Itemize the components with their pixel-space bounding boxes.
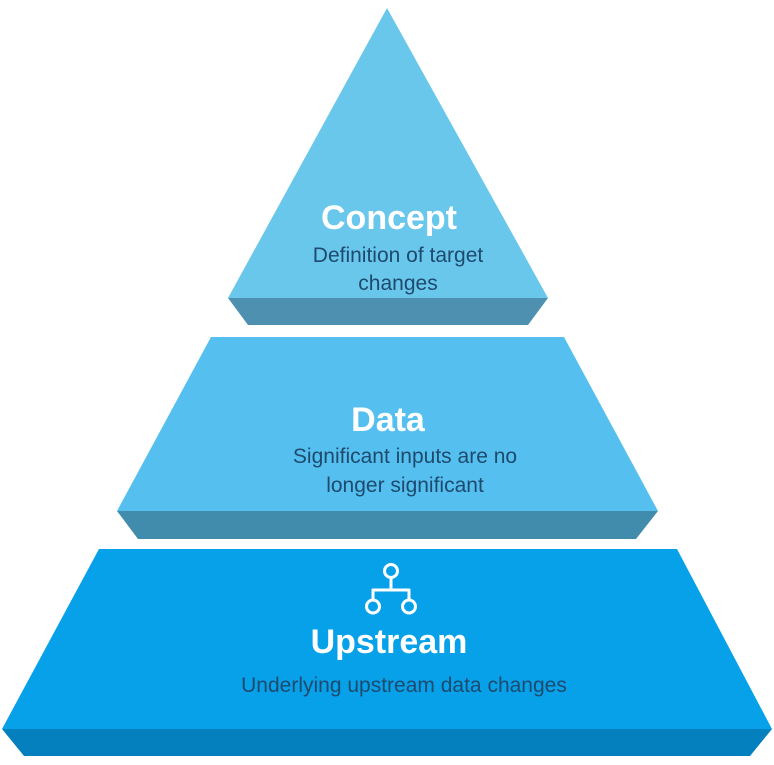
- tier-upstream-face: [2, 549, 772, 729]
- tier-data-description-line-2: longer significant: [326, 474, 484, 497]
- tier-data-title: Data: [351, 401, 426, 439]
- tier-concept: Concept Definition of target changes: [228, 8, 548, 325]
- tier-data-side: [117, 511, 658, 539]
- hierarchy-icon: [365, 563, 417, 615]
- tier-concept-description-line-1: Definition of target: [313, 244, 484, 267]
- tier-upstream-side: [2, 729, 772, 756]
- tier-data: Data Significant inputs are no longer si…: [117, 337, 658, 539]
- tier-data-face: [117, 337, 658, 511]
- tier-concept-title: Concept: [321, 199, 457, 237]
- tier-concept-side: [228, 298, 548, 325]
- tier-upstream-description: Underlying upstream data changes: [241, 674, 567, 697]
- tier-data-description-line-1: Significant inputs are no: [293, 445, 517, 468]
- tier-concept-face: [228, 8, 548, 298]
- tier-concept-description-line-2: changes: [358, 272, 437, 295]
- tier-upstream: Upstream Underlying upstream data change…: [2, 549, 772, 756]
- tier-upstream-title: Upstream: [311, 623, 468, 661]
